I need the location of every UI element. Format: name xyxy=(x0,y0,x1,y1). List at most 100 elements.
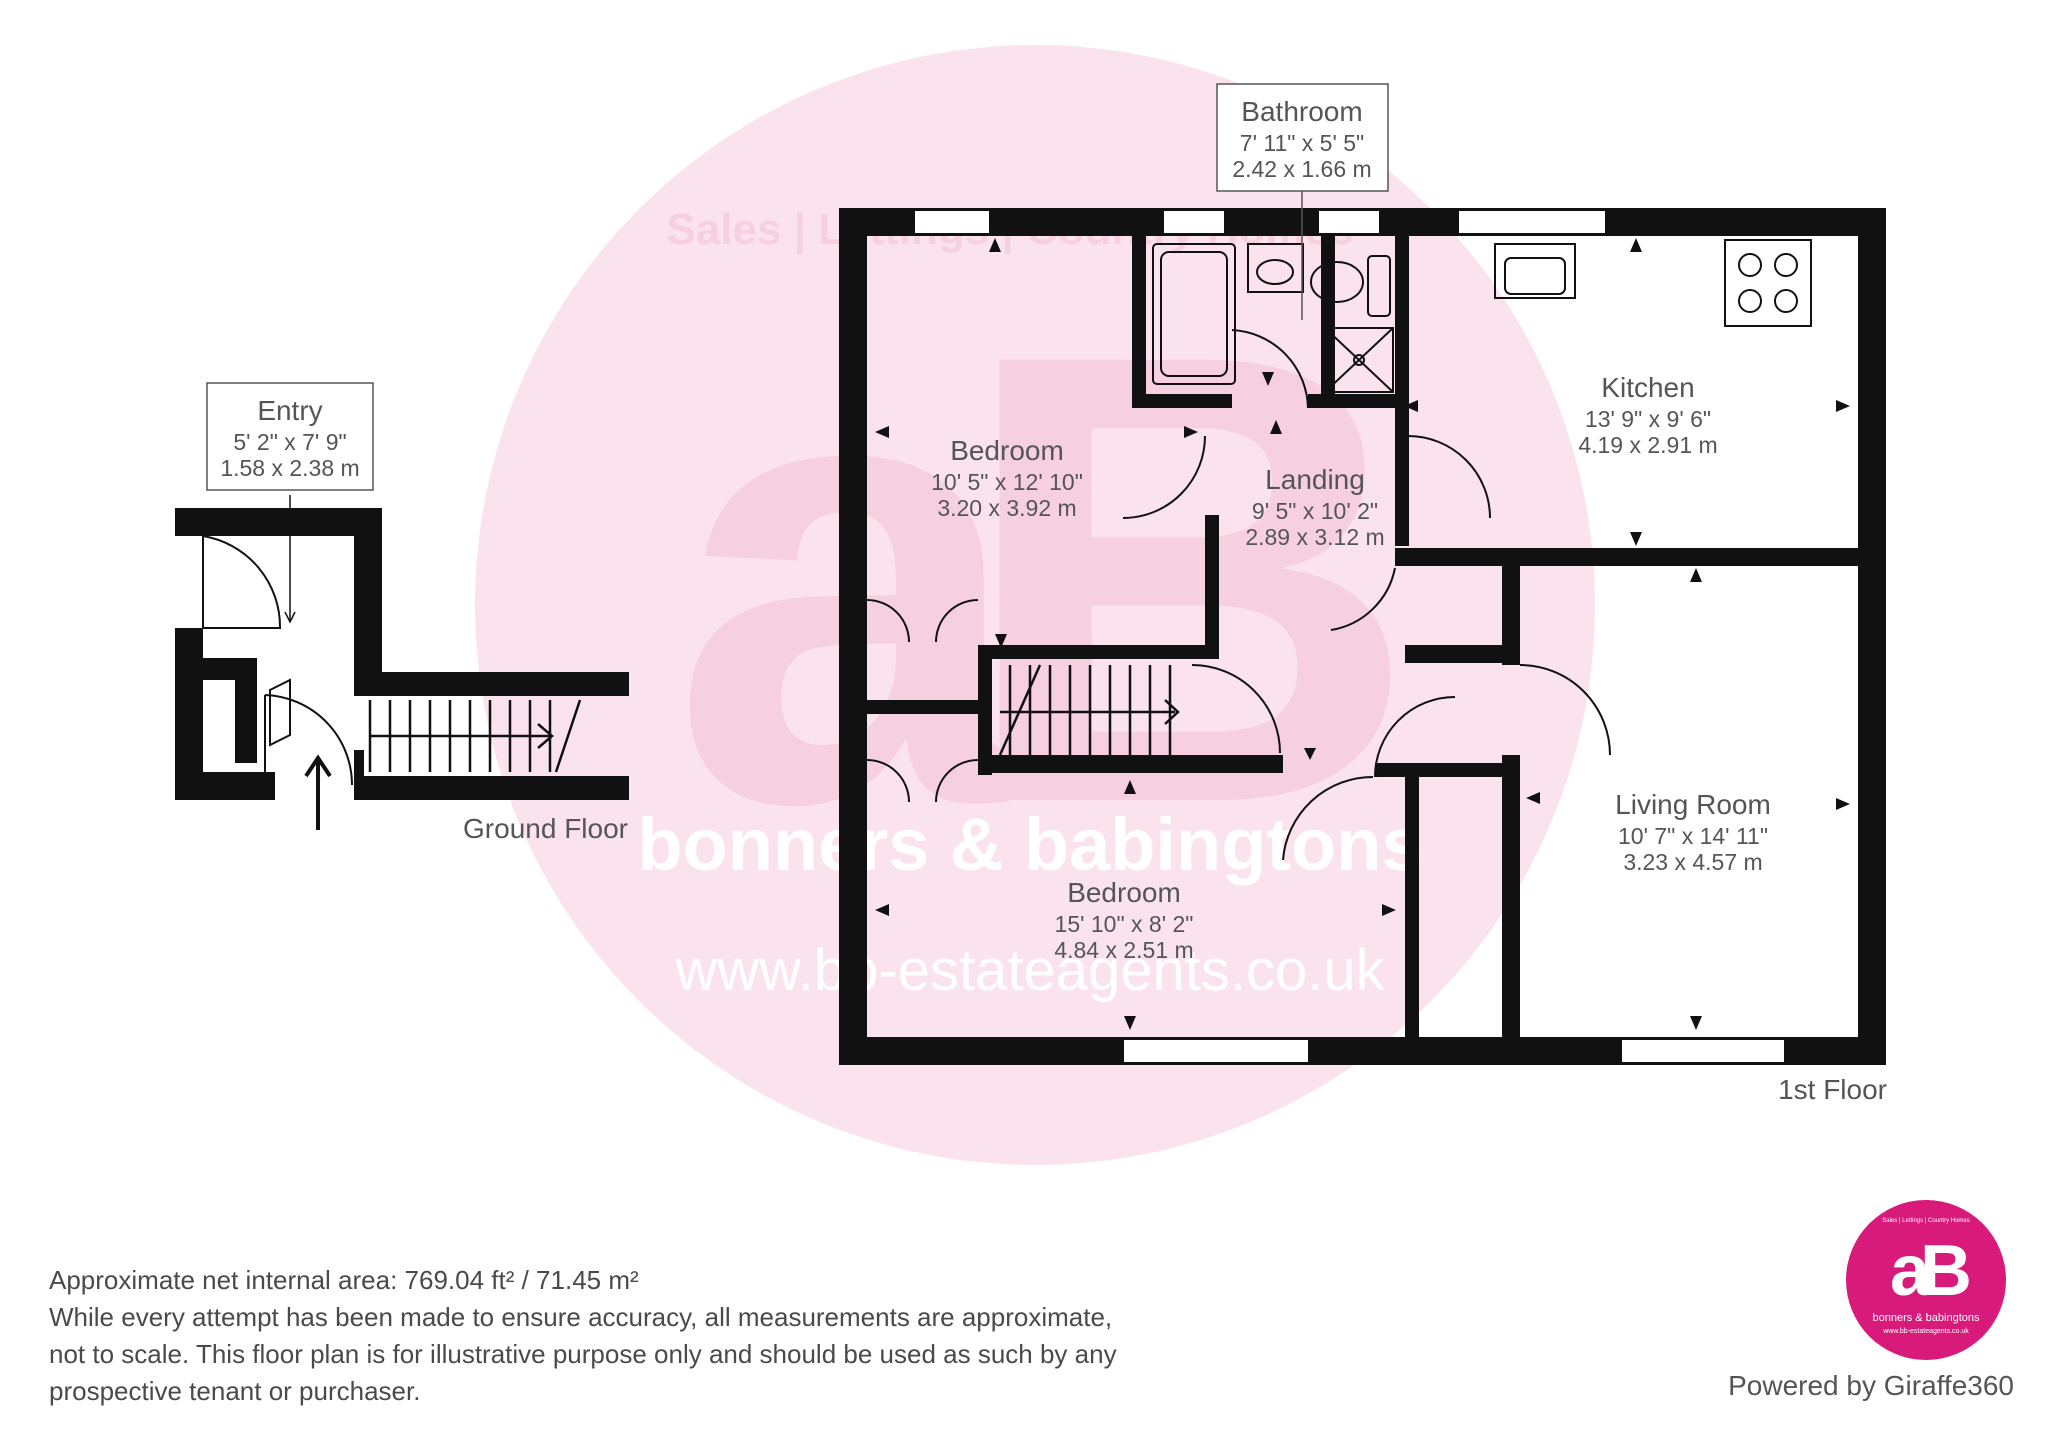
first-floor-label: 1st Floor xyxy=(1778,1074,1887,1105)
entry-metric: 1.58 x 2.38 m xyxy=(220,455,359,481)
wall xyxy=(1321,236,1335,396)
window xyxy=(1317,209,1381,235)
entry-callout-box xyxy=(206,382,374,491)
watermark-brand: bonners & babingtons xyxy=(637,803,1422,886)
disclaimer-line: While every attempt has been made to ens… xyxy=(49,1302,1113,1332)
watermark-url: www.bb-estateagents.co.uk xyxy=(674,938,1385,1003)
watermark: aB Sales | Lettings | Country Homes bonn… xyxy=(475,45,1595,1165)
watermark-circle xyxy=(475,45,1595,1165)
door-swing xyxy=(1191,664,1281,754)
logo-tagline: Sales | Lettings | Country Homes xyxy=(1882,1218,1970,1224)
door-swing xyxy=(1231,329,1309,409)
ground-floor-plan xyxy=(175,508,629,800)
window xyxy=(913,209,991,235)
hob xyxy=(1724,239,1812,327)
living-name: Living Room xyxy=(1615,789,1771,820)
wardrobe-door xyxy=(866,599,910,643)
bathtub xyxy=(1152,243,1236,385)
wall xyxy=(978,650,992,775)
kitchen-imperial: 13' 9" x 9' 6" xyxy=(1585,406,1711,432)
wall xyxy=(235,658,257,763)
door-swing xyxy=(202,534,282,629)
powered-by: Powered by Giraffe360 xyxy=(1728,1370,2014,1401)
toilet xyxy=(1310,261,1364,303)
door-swing xyxy=(1407,435,1491,519)
bedroom2-name: Bedroom xyxy=(1067,877,1181,908)
disclaimer-line: prospective tenant or purchaser. xyxy=(49,1376,421,1406)
bedroom1-name: Bedroom xyxy=(950,435,1064,466)
door-swing xyxy=(1122,435,1206,519)
window xyxy=(1162,209,1226,235)
bedroom2-imperial: 15' 10" x 8' 2" xyxy=(1055,911,1194,937)
logo-brand: bonners & babingtons xyxy=(1872,1312,1980,1324)
wall xyxy=(1395,548,1886,566)
wall xyxy=(1502,560,1520,665)
windows xyxy=(913,209,1786,1064)
wall xyxy=(1375,763,1405,777)
first-stairs xyxy=(998,664,1180,756)
landing-imperial: 9' 5" x 10' 2" xyxy=(1252,498,1378,524)
door-swing xyxy=(1330,567,1396,631)
wall xyxy=(354,750,364,800)
wall xyxy=(354,672,629,696)
wall xyxy=(1395,236,1409,546)
entry-name: Entry xyxy=(257,395,322,426)
bathroom-name: Bathroom xyxy=(1241,96,1362,127)
door-swing xyxy=(264,694,353,786)
bedroom2-metric: 4.84 x 2.51 m xyxy=(1054,937,1193,963)
basin xyxy=(1247,243,1304,293)
wall xyxy=(175,772,275,800)
wall xyxy=(1132,236,1146,408)
wall xyxy=(175,508,382,536)
wall xyxy=(1405,763,1419,1045)
ground-floor-label: Ground Floor xyxy=(463,813,628,844)
wardrobe-door xyxy=(935,599,979,643)
wall xyxy=(1132,394,1232,408)
door-swing xyxy=(1282,775,1374,861)
logo-monogram: aB xyxy=(1889,1231,1972,1311)
window xyxy=(1457,209,1607,235)
wall xyxy=(1308,394,1408,408)
callouts xyxy=(206,83,1389,491)
disclaimer-line: not to scale. This floor plan is for ill… xyxy=(49,1339,1117,1369)
wall xyxy=(1405,763,1520,777)
kitchen-name: Kitchen xyxy=(1601,372,1694,403)
wall xyxy=(978,755,1283,773)
wall xyxy=(175,628,203,800)
bathroom-callout-box xyxy=(1216,83,1389,192)
footer-notes: Approximate net internal area: 769.04 ft… xyxy=(49,1262,1117,1410)
shower-tray xyxy=(1324,327,1394,393)
wall xyxy=(867,700,990,714)
wall xyxy=(839,208,867,1065)
area-text: Approximate net internal area: 769.04 ft… xyxy=(49,1265,639,1295)
door-swing xyxy=(1374,696,1456,778)
wall xyxy=(1205,515,1219,655)
door-swing xyxy=(269,678,291,747)
ground-stairs xyxy=(368,699,582,773)
wall xyxy=(354,776,629,800)
living-imperial: 10' 7" x 14' 11" xyxy=(1618,823,1768,849)
kitchen-sink xyxy=(1494,243,1576,299)
bedroom1-imperial: 10' 5" x 12' 10" xyxy=(931,469,1083,495)
wall xyxy=(354,508,382,672)
bathroom-imperial: 7' 11" x 5' 5" xyxy=(1240,130,1364,156)
landing-name: Landing xyxy=(1265,464,1365,495)
doors xyxy=(866,329,1611,861)
living-metric: 3.23 x 4.57 m xyxy=(1623,849,1762,875)
logo-url: www.bb-estateagents.co.uk xyxy=(1883,1328,1969,1335)
dimension-markers xyxy=(875,238,1850,1030)
ground-floor-details xyxy=(202,495,582,830)
bathroom-metric: 2.42 x 1.66 m xyxy=(1232,156,1371,182)
brand-logo: Sales | Lettings | Country Homes aB bonn… xyxy=(1846,1200,2006,1360)
fixtures xyxy=(1152,239,1812,393)
door-swing xyxy=(1519,664,1611,756)
wall xyxy=(1405,645,1520,663)
bedroom1-metric: 3.20 x 3.92 m xyxy=(937,495,1076,521)
wardrobe-door xyxy=(866,759,910,803)
wall xyxy=(1502,755,1520,1045)
wall xyxy=(980,645,1219,659)
wardrobe-door xyxy=(935,759,979,803)
kitchen-metric: 4.19 x 2.91 m xyxy=(1578,432,1717,458)
window xyxy=(1620,1038,1786,1064)
